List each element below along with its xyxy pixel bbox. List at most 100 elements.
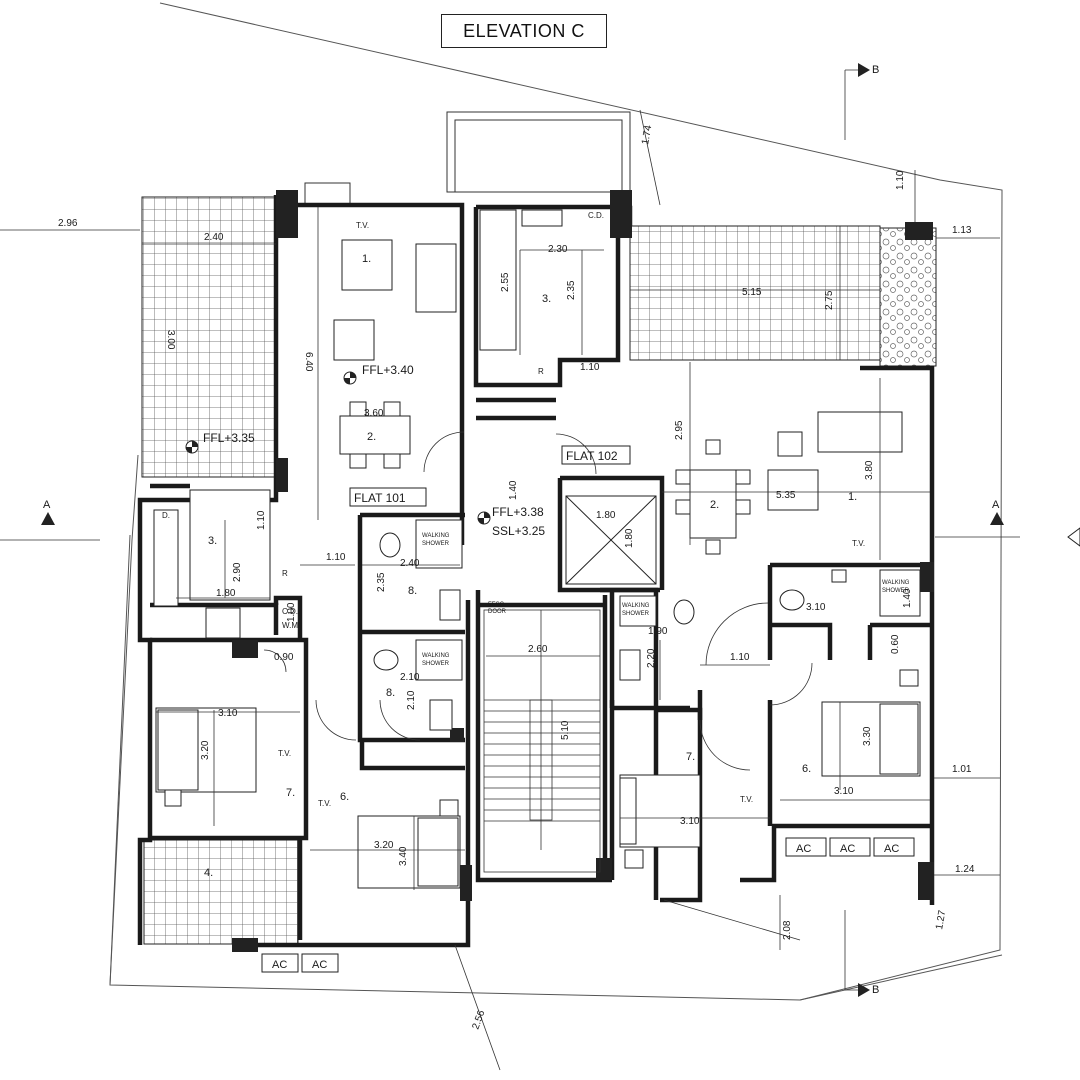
room-8b-flat101: 8. bbox=[386, 687, 395, 699]
svg-text:1.80: 1.80 bbox=[624, 528, 635, 548]
flat-labels: FLAT 101 FLAT 102 FFL+3.40 FFL+3.35 FFL+… bbox=[203, 363, 631, 538]
svg-text:5.15: 5.15 bbox=[742, 287, 762, 298]
r-label-1: R bbox=[282, 569, 288, 578]
section-a-left: A bbox=[43, 499, 51, 511]
svg-text:1.10: 1.10 bbox=[256, 510, 267, 530]
room-labels: 1. 2. 3. 4. 6. 7. 8. 8. 1. 2. 3. 6. 7. bbox=[204, 253, 857, 879]
svg-text:2.35: 2.35 bbox=[376, 572, 387, 592]
svg-text:6.40: 6.40 bbox=[303, 352, 314, 372]
svg-text:2.75: 2.75 bbox=[824, 290, 835, 310]
svg-text:0.90: 0.90 bbox=[274, 652, 294, 663]
ffl-flat101: FFL+3.40 bbox=[362, 363, 414, 377]
fesc-door-a: FESC bbox=[488, 602, 505, 608]
svg-text:2.20: 2.20 bbox=[646, 648, 657, 668]
armchair bbox=[333, 319, 375, 361]
ffl-core: FFL+3.38 bbox=[492, 505, 544, 519]
svg-text:1.10: 1.10 bbox=[895, 170, 906, 190]
svg-text:3.10: 3.10 bbox=[806, 602, 826, 613]
svg-text:1.10: 1.10 bbox=[326, 552, 346, 563]
svg-text:1.10: 1.10 bbox=[580, 362, 600, 373]
svg-text:3.20: 3.20 bbox=[200, 740, 211, 760]
fesc-door-b: DOOR bbox=[488, 609, 507, 615]
sofa bbox=[415, 243, 457, 313]
elevation-c-label: ELEVATION C bbox=[441, 14, 607, 48]
ac-label-4: AC bbox=[840, 843, 855, 855]
svg-text:2.30: 2.30 bbox=[548, 244, 568, 255]
room-4-flat101: 4. bbox=[204, 867, 213, 879]
tv-label-1: T.V. bbox=[356, 221, 369, 230]
room-6-flat101: 6. bbox=[340, 791, 349, 803]
ffl-veranda: FFL+3.35 bbox=[203, 431, 255, 445]
svg-text:1.00: 1.00 bbox=[286, 602, 297, 622]
svg-text:1.13: 1.13 bbox=[952, 225, 972, 236]
svg-text:3.60: 3.60 bbox=[364, 408, 384, 419]
svg-text:3.10: 3.10 bbox=[834, 786, 854, 797]
svg-text:2.35: 2.35 bbox=[566, 280, 577, 300]
terrace-flat-102 bbox=[629, 225, 881, 361]
dining-table-102 bbox=[689, 469, 737, 539]
dimension-values: 2.96 2.40 3.00 6.40 3.60 1.74 1.10 1.13 … bbox=[58, 124, 975, 1031]
svg-text:1.01: 1.01 bbox=[952, 764, 972, 775]
svg-text:1.24: 1.24 bbox=[955, 864, 975, 875]
room-2-flat101: 2. bbox=[367, 431, 376, 443]
dining-table bbox=[339, 415, 411, 455]
svg-text:2.40: 2.40 bbox=[400, 558, 420, 569]
flat-101-label: FLAT 101 bbox=[354, 491, 406, 505]
room-6-flat102: 6. bbox=[802, 763, 811, 775]
svg-text:2.10: 2.10 bbox=[400, 672, 420, 683]
lift bbox=[565, 495, 657, 585]
room-1-flat101: 1. bbox=[362, 253, 371, 265]
walking-shower-2a: WALKING bbox=[422, 653, 450, 659]
svg-text:2.60: 2.60 bbox=[528, 644, 548, 655]
door-swings bbox=[263, 431, 813, 771]
svg-text:3.10: 3.10 bbox=[218, 708, 238, 719]
svg-text:1.74: 1.74 bbox=[640, 124, 654, 146]
planter bbox=[879, 227, 937, 367]
room-1-flat102: 1. bbox=[848, 491, 857, 503]
cd-label-2: C.D. bbox=[282, 607, 298, 616]
walking-shower-1b: SHOWER bbox=[422, 541, 450, 547]
tv-label-4: T.V. bbox=[852, 539, 865, 548]
section-letters: A A B B bbox=[43, 64, 1000, 996]
room-3-flat102: 3. bbox=[542, 293, 551, 305]
svg-text:1.40: 1.40 bbox=[508, 480, 519, 500]
stair bbox=[483, 609, 601, 873]
cd-label-1: C.D. bbox=[588, 211, 604, 220]
svg-text:3.10: 3.10 bbox=[680, 816, 700, 827]
svg-text:2.95: 2.95 bbox=[674, 420, 685, 440]
room-3-flat101: 3. bbox=[208, 535, 217, 547]
room-7-flat101: 7. bbox=[286, 787, 295, 799]
room-8a-flat101: 8. bbox=[408, 585, 417, 597]
ac-label-1: AC bbox=[272, 959, 287, 971]
section-a-right: A bbox=[992, 499, 1000, 511]
ac-labels: AC AC AC AC AC bbox=[272, 843, 899, 971]
r-label-2: R bbox=[538, 367, 544, 376]
svg-text:3.30: 3.30 bbox=[862, 726, 873, 746]
svg-text:1.80: 1.80 bbox=[216, 588, 236, 599]
tv-label-5: T.V. bbox=[740, 795, 753, 804]
wm-label: W.M. bbox=[282, 621, 300, 630]
svg-text:0.60: 0.60 bbox=[890, 634, 901, 654]
tv-stand bbox=[341, 239, 393, 291]
ssl-core: SSL+3.25 bbox=[492, 524, 545, 538]
section-b-bottom: B bbox=[872, 984, 879, 996]
room-2-flat102: 2. bbox=[710, 499, 719, 511]
walking-shower-4b: SHOWER bbox=[882, 588, 910, 594]
walking-shower-4a: WALKING bbox=[882, 580, 910, 586]
svg-text:3.00: 3.00 bbox=[165, 330, 176, 350]
walking-shower-2b: SHOWER bbox=[422, 661, 450, 667]
svg-text:2.90: 2.90 bbox=[232, 562, 243, 582]
svg-text:2.55: 2.55 bbox=[500, 272, 511, 292]
furniture bbox=[153, 209, 921, 973]
svg-text:2.40: 2.40 bbox=[204, 232, 224, 243]
room-7-flat102: 7. bbox=[686, 751, 695, 763]
tv-label-2: T.V. bbox=[278, 749, 291, 758]
section-arrows bbox=[41, 63, 1080, 997]
walking-shower-3b: SHOWER bbox=[622, 611, 650, 617]
svg-text:5.35: 5.35 bbox=[776, 490, 796, 501]
flat-102-label: FLAT 102 bbox=[566, 449, 618, 463]
balcony-outline bbox=[304, 111, 631, 206]
section-b-top: B bbox=[872, 64, 879, 76]
terrace-bedroom-4 bbox=[143, 839, 299, 945]
